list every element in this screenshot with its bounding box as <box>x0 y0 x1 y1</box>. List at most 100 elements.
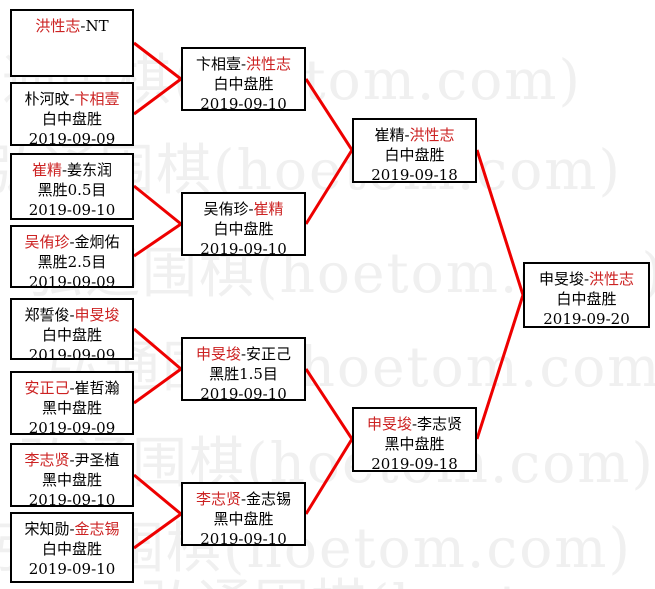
player-name: 崔精 <box>374 126 405 144</box>
match-box-round1-3: 崔精-姜东润 黑胜0.5目 2019-09-10 <box>10 153 134 220</box>
match-result: 黑胜1.5目 <box>209 365 278 383</box>
match-result: 白中盘胜 <box>41 110 102 128</box>
player-name: 朴河旼 <box>24 90 70 108</box>
connector-line <box>304 78 354 225</box>
player-name: 洪性志 <box>409 126 455 144</box>
match-date: 2019-09-10 <box>28 201 116 219</box>
match-box-round1-6: 安正己-崔哲瀚 黑中盘胜 2019-09-09 <box>10 371 134 437</box>
player-name: 申旻埈 <box>74 306 120 324</box>
player-name: 姜东润 <box>67 161 113 179</box>
match-date: 2019-09-10 <box>28 491 116 509</box>
player-name: 申旻埈 <box>538 270 584 288</box>
match-players: 申旻埈-洪性志 <box>525 269 648 289</box>
player-name: 卞相壹 <box>74 90 120 108</box>
match-box-round1-7: 李志贤-尹圣植 黑中盘胜 2019-09-10 <box>10 443 134 509</box>
player-name: 申旻埈 <box>195 345 241 363</box>
match-date: 2019-09-18 <box>371 455 458 473</box>
match-result: 白中盘胜 <box>41 326 102 344</box>
match-box-final: 申旻埈-洪性志 白中盘胜 2019-09-20 <box>523 262 650 328</box>
match-result: 白中盘胜 <box>41 540 102 558</box>
match-date: 2019-09-09 <box>28 130 116 148</box>
player-name: 宋知勋 <box>24 520 70 538</box>
match-box-semifinal-1: 崔精-洪性志 白中盘胜 2019-09-18 <box>352 118 477 184</box>
match-players: 安正己-崔哲瀚 <box>12 378 132 398</box>
player-name: 洪性志 <box>35 17 81 35</box>
player-name: 李志贤 <box>195 490 241 508</box>
player-name: 崔精 <box>253 200 284 218</box>
player-name: 洪性志 <box>589 270 635 288</box>
match-date: 2019-09-10 <box>28 560 116 578</box>
player-name: 郑誓俊 <box>24 306 70 324</box>
match-result: 黑胜2.5目 <box>37 253 107 271</box>
match-players: 李志贤-尹圣植 <box>12 450 132 470</box>
separator: - <box>69 451 75 469</box>
match-players: 卞相壹-洪性志 <box>183 54 304 74</box>
separator: - <box>411 415 418 433</box>
match-box-round1-2: 朴河旼-卞相壹 白中盘胜 2019-09-09 <box>10 82 134 148</box>
match-box-round1-4: 吴侑珍-金炯佑 黑胜2.5目 2019-09-09 <box>10 225 134 291</box>
match-players: 宋知勋-金志锡 <box>12 519 132 539</box>
match-players: 申旻埈-安正己 <box>183 344 304 364</box>
match-box-round2-4: 李志贤-金志锡 黑中盘胜 2019-09-10 <box>181 482 306 548</box>
match-box-round1-5: 郑誓俊-申旻埈 白中盘胜 2019-09-09 <box>10 298 134 364</box>
match-box-round1-1: 洪性志-NT <box>10 9 134 77</box>
separator: - <box>69 233 75 251</box>
player-name: 尹圣植 <box>74 451 120 469</box>
separator: - <box>240 345 247 363</box>
match-result <box>12 36 132 56</box>
player-name: 洪性志 <box>246 55 292 73</box>
match-box-round2-2: 吴侑珍-崔精 白中盘胜 2019-09-10 <box>181 192 306 258</box>
player-name: NT <box>85 17 109 35</box>
match-result: 黑中盘胜 <box>384 435 445 453</box>
watermark-text: 弘通围棋(hoetom.com) <box>140 560 655 589</box>
match-result: 白中盘胜 <box>213 75 274 93</box>
match-players: 申旻埈-李志贤 <box>354 414 475 434</box>
match-players: 崔精-洪性志 <box>354 125 475 145</box>
match-result: 黑中盘胜 <box>213 510 274 528</box>
match-date: 2019-09-10 <box>200 240 287 258</box>
separator: - <box>248 200 254 218</box>
separator: - <box>69 379 75 397</box>
match-date: 2019-09-09 <box>28 273 116 291</box>
player-name: 金志锡 <box>246 490 292 508</box>
match-date: 2019-09-10 <box>200 95 287 113</box>
match-result: 白中盘胜 <box>384 146 445 164</box>
connector-line <box>475 149 525 440</box>
separator: - <box>80 17 86 35</box>
match-result: 黑胜0.5目 <box>37 181 107 199</box>
match-result: 黑中盘胜 <box>41 471 102 489</box>
separator: - <box>404 126 410 144</box>
separator: - <box>240 55 247 73</box>
match-players: 崔精-姜东润 <box>12 160 132 180</box>
match-result: 白中盘胜 <box>213 220 274 238</box>
player-name: 金志锡 <box>74 520 120 538</box>
connector-line <box>133 473 184 550</box>
match-box-round2-1: 卞相壹-洪性志 白中盘胜 2019-09-10 <box>181 47 306 113</box>
match-date: 2019-09-20 <box>543 310 630 328</box>
connector-line <box>304 368 354 515</box>
match-players: 吴侑珍-崔精 <box>183 199 304 219</box>
player-name: 李志贤 <box>417 415 463 433</box>
connector-line <box>133 184 184 258</box>
connector-line <box>133 41 184 116</box>
match-box-semifinal-2: 申旻埈-李志贤 黑中盘胜 2019-09-18 <box>352 407 477 473</box>
watermark-text: 弘通围棋(hoetom.com) <box>48 335 655 399</box>
separator: - <box>61 161 68 179</box>
match-players: 吴侑珍-金炯佑 <box>12 232 132 252</box>
player-name: 安正己 <box>246 345 292 363</box>
separator: - <box>69 306 75 324</box>
match-date: 2019-09-09 <box>28 419 116 437</box>
player-name: 吴侑珍 <box>203 200 249 218</box>
match-result: 白中盘胜 <box>556 290 617 308</box>
separator: - <box>69 90 75 108</box>
match-box-round2-3: 申旻埈-安正己 黑胜1.5目 2019-09-10 <box>181 337 306 403</box>
player-name: 卞相壹 <box>195 55 241 73</box>
match-date: 2019-09-10 <box>200 385 287 403</box>
match-date: 2019-09-09 <box>28 346 116 364</box>
match-players: 李志贤-金志锡 <box>183 489 304 509</box>
player-name: 金炯佑 <box>74 233 120 251</box>
match-date: 2019-09-18 <box>371 166 458 184</box>
player-name: 安正己 <box>24 379 70 397</box>
player-name: 申旻埈 <box>366 415 412 433</box>
